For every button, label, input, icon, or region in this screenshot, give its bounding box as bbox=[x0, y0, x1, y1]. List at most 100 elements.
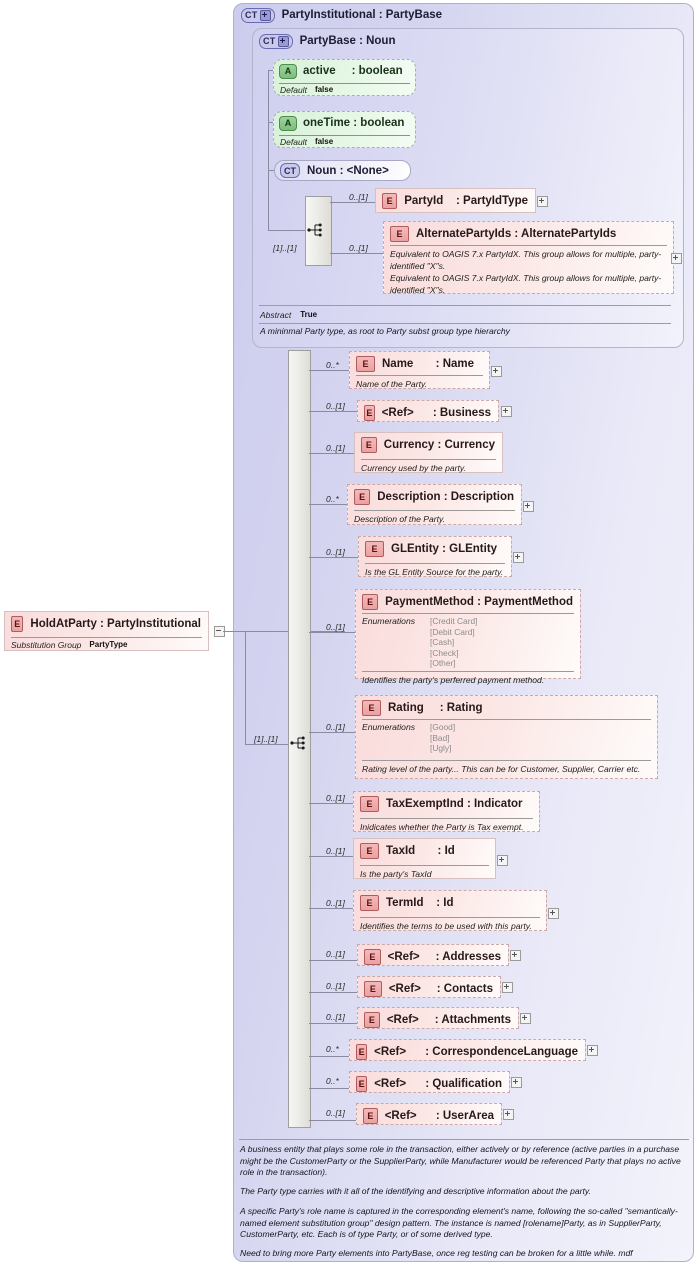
cardinality-rating: 0..[1] bbox=[326, 722, 345, 732]
element-business-ref[interactable]: E <Ref> : Business bbox=[357, 400, 499, 422]
element-attachments-ref[interactable]: E <Ref> : Attachments bbox=[357, 1007, 519, 1029]
expand-name-icon[interactable] bbox=[491, 366, 502, 377]
element-name[interactable]: E Name : Name Name of the Party. bbox=[349, 351, 490, 389]
element-contacts-ref[interactable]: E <Ref> : Contacts bbox=[357, 976, 501, 998]
complextype-partyinstitutional-label: PartyInstitutional : PartyBase bbox=[281, 9, 443, 21]
element-glentity-label: GLEntity : GLEntity bbox=[391, 542, 498, 555]
element-userarea-ref[interactable]: E <Ref> : UserArea bbox=[356, 1103, 502, 1125]
base-sequence-bar bbox=[305, 196, 332, 266]
element-taxid[interactable]: E TaxId : Id Is the party's TaxId bbox=[353, 838, 496, 879]
attribute-onetime[interactable]: A oneTime : boolean Default false bbox=[273, 111, 416, 148]
element-description[interactable]: E Description : Description Description … bbox=[347, 484, 522, 525]
expand-correspondencelanguage-icon[interactable] bbox=[587, 1045, 598, 1056]
element-currency-desc: Currency used by the party. bbox=[361, 463, 466, 473]
expand-partyid-icon[interactable] bbox=[537, 196, 548, 207]
element-correspondencelanguage-ref-head: E <Ref> : CorrespondenceLanguage bbox=[350, 1040, 585, 1063]
default-value: false bbox=[314, 137, 334, 146]
divider bbox=[360, 917, 540, 918]
sequence-icon bbox=[290, 736, 305, 750]
element-badge-icon: E bbox=[354, 488, 371, 505]
element-holdatparty[interactable]: E HoldAtParty : PartyInstitutional Subst… bbox=[4, 611, 209, 651]
element-qualification-ref[interactable]: E <Ref> : Qualification bbox=[349, 1071, 510, 1093]
connector-row bbox=[309, 504, 347, 505]
element-partyid[interactable]: E PartyId : PartyIdType bbox=[375, 188, 536, 213]
tree-branch-sequence bbox=[268, 230, 309, 231]
element-rating[interactable]: E Rating : Rating Enumerations [Good][Ba… bbox=[355, 695, 658, 779]
element-badge-icon: E bbox=[364, 980, 382, 997]
tree-trunk-partybase bbox=[268, 70, 269, 230]
footer-doc-4: Need to bring more Party elements into P… bbox=[240, 1248, 633, 1258]
attribute-onetime-label: oneTime : boolean bbox=[303, 117, 405, 129]
complextype-noun[interactable]: CT Noun : <None> bbox=[274, 160, 411, 181]
cardinality-paymentmethod: 0..[1] bbox=[326, 622, 345, 632]
divider bbox=[356, 375, 483, 376]
element-glentity-head: E GLEntity : GLEntity bbox=[359, 537, 511, 560]
element-alternatepartyids[interactable]: E AlternatePartyIds : AlternatePartyIds … bbox=[383, 221, 674, 295]
element-badge-icon: E bbox=[356, 355, 375, 372]
element-correspondencelanguage-ref[interactable]: E <Ref> : CorrespondenceLanguage bbox=[349, 1039, 586, 1061]
element-rating-enumerations: Enumerations [Good][Bad][Ugly] bbox=[356, 720, 657, 756]
element-badge-icon: E bbox=[360, 842, 379, 859]
enumerations-label: Enumerations bbox=[362, 722, 416, 732]
expand-description-icon[interactable] bbox=[523, 501, 534, 512]
attribute-active[interactable]: A active : boolean Default false bbox=[273, 59, 416, 96]
element-qualification-ref-head: E <Ref> : Qualification bbox=[350, 1072, 509, 1095]
element-taxexemptind[interactable]: E TaxExemptInd : Indicator Inidicates wh… bbox=[353, 791, 540, 832]
divider bbox=[360, 818, 533, 819]
element-description-head: E Description : Description bbox=[348, 485, 521, 508]
expand-attachments-icon[interactable] bbox=[520, 1013, 531, 1024]
divider bbox=[362, 719, 651, 720]
connector-row bbox=[309, 370, 349, 371]
element-business-ref-head: E <Ref> : Business bbox=[358, 401, 498, 424]
attribute-onetime-default: Default false bbox=[274, 136, 415, 148]
cardinality-business: 0..[1] bbox=[326, 401, 345, 411]
expand-taxid-icon[interactable] bbox=[497, 855, 508, 866]
cardinality-termid: 0..[1] bbox=[326, 898, 345, 908]
default-label: Default bbox=[280, 85, 307, 95]
cardinality-qualification: 0..* bbox=[326, 1076, 339, 1086]
expand-addresses-icon[interactable] bbox=[510, 950, 521, 961]
element-badge-icon: E bbox=[362, 593, 379, 610]
cardinality-correspondencelanguage: 0..* bbox=[326, 1044, 339, 1054]
cardinality-currency: 0..[1] bbox=[326, 443, 345, 453]
element-badge-icon: E bbox=[390, 225, 409, 242]
element-currency[interactable]: E Currency : Currency Currency used by t… bbox=[354, 432, 503, 473]
complextype-partybase-label: PartyBase : Noun bbox=[299, 35, 396, 47]
element-glentity[interactable]: E GLEntity : GLEntity Is the GL Entity S… bbox=[358, 536, 512, 577]
element-holdatparty-label: HoldAtParty : PartyInstitutional bbox=[30, 617, 201, 630]
cardinality-alternatepartyids: 0..[1] bbox=[349, 243, 368, 253]
expand-qualification-icon[interactable] bbox=[511, 1077, 522, 1088]
expand-alternatepartyids-icon[interactable] bbox=[671, 253, 682, 264]
complextype-badge-icon: CT bbox=[259, 33, 293, 49]
default-value: false bbox=[314, 85, 334, 94]
divider bbox=[279, 135, 410, 136]
substitution-group-label: Substitution Group bbox=[11, 640, 82, 650]
element-addresses-ref[interactable]: E <Ref> : Addresses bbox=[357, 944, 509, 966]
expand-glentity-icon[interactable] bbox=[513, 552, 524, 563]
complextype-badge-icon: CT bbox=[241, 7, 275, 23]
element-description-label: Description : Description bbox=[377, 490, 514, 503]
element-termid-head: E TermId : Id bbox=[354, 891, 546, 914]
element-badge-icon: E bbox=[362, 699, 381, 716]
connector-holdatparty-vertical bbox=[245, 631, 246, 744]
cardinality-addresses: 0..[1] bbox=[326, 949, 345, 959]
element-paymentmethod[interactable]: E PaymentMethod : PaymentMethod Enumerat… bbox=[355, 589, 581, 685]
cardinality-description: 0..* bbox=[326, 494, 339, 504]
element-termid[interactable]: E TermId : Id Identifies the terms to be… bbox=[353, 890, 547, 931]
element-alternatepartyids-label: AlternatePartyIds : AlternatePartyIds bbox=[416, 227, 617, 240]
connector-row bbox=[309, 1088, 349, 1089]
connector-alternatepartyids bbox=[330, 253, 385, 254]
expand-contacts-icon[interactable] bbox=[502, 982, 513, 993]
expand-termid-icon[interactable] bbox=[548, 908, 559, 919]
element-addresses-ref-head: E <Ref> : Addresses bbox=[358, 945, 508, 968]
connector-row bbox=[309, 411, 357, 412]
expand-business-icon[interactable] bbox=[501, 406, 512, 417]
attribute-active-label: active : boolean bbox=[303, 65, 403, 77]
element-badge-icon: E bbox=[364, 1011, 380, 1028]
connector-main-sequence bbox=[245, 744, 289, 745]
expand-userarea-icon[interactable] bbox=[503, 1109, 514, 1120]
element-correspondencelanguage-ref-label: <Ref> : CorrespondenceLanguage bbox=[374, 1045, 578, 1058]
element-taxid-desc: Is the party's TaxId bbox=[360, 869, 432, 879]
abstract-label: Abstract bbox=[260, 310, 292, 320]
attribute-badge-icon: A bbox=[279, 115, 297, 131]
